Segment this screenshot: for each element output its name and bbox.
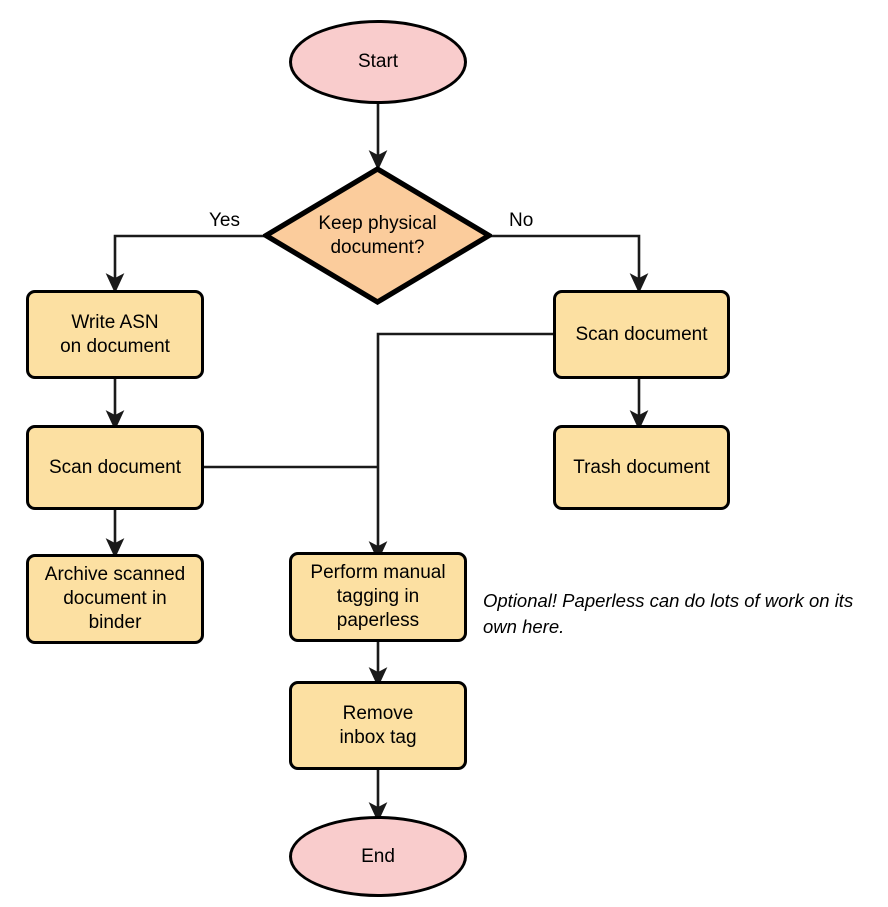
node-end-label: End xyxy=(361,845,395,867)
node-remove-inbox-tag-label: Remove inbox tag xyxy=(339,702,417,748)
edge-label-yes: Yes xyxy=(209,210,240,231)
node-remove-inbox-tag[interactable]: Remove inbox tag xyxy=(289,681,467,770)
node-scan-document-left-label: Scan document xyxy=(48,456,182,478)
edge-label-no: No xyxy=(509,210,534,231)
edge-scan-right-to-tagging xyxy=(368,332,553,562)
node-perform-manual-tagging-label: Perform manual tagging in paperless xyxy=(310,562,446,631)
node-end[interactable]: End xyxy=(289,816,467,897)
node-write-asn[interactable]: Write ASN on document xyxy=(26,290,204,379)
edge-decision-yes-to-write-asn xyxy=(105,234,265,294)
node-scan-document-right-label: Scan document xyxy=(575,323,708,345)
diamond-shape xyxy=(263,166,492,305)
node-scan-document-right[interactable]: Scan document xyxy=(553,290,730,379)
node-start[interactable]: Start xyxy=(289,20,467,104)
node-decision-label: Keep physical document? xyxy=(318,212,437,258)
node-archive-scanned-document-label: Archive scanned document in binder xyxy=(44,564,186,633)
node-decision-keep-physical-document[interactable]: Keep physical document? xyxy=(263,166,492,305)
node-write-asn-label: Write ASN on document xyxy=(60,311,170,357)
node-start-label: Start xyxy=(357,51,399,72)
node-archive-scanned-document[interactable]: Archive scanned document in binder xyxy=(26,554,204,644)
annotation-optional-note: Optional! Paperless can do lots of work … xyxy=(483,590,854,637)
node-trash-document-label: Trash document xyxy=(573,456,710,478)
node-perform-manual-tagging[interactable]: Perform manual tagging in paperless xyxy=(289,552,467,642)
node-scan-document-left[interactable]: Scan document xyxy=(26,425,204,510)
edge-decision-no-to-scan-right xyxy=(490,234,649,294)
node-trash-document[interactable]: Trash document xyxy=(553,425,730,510)
